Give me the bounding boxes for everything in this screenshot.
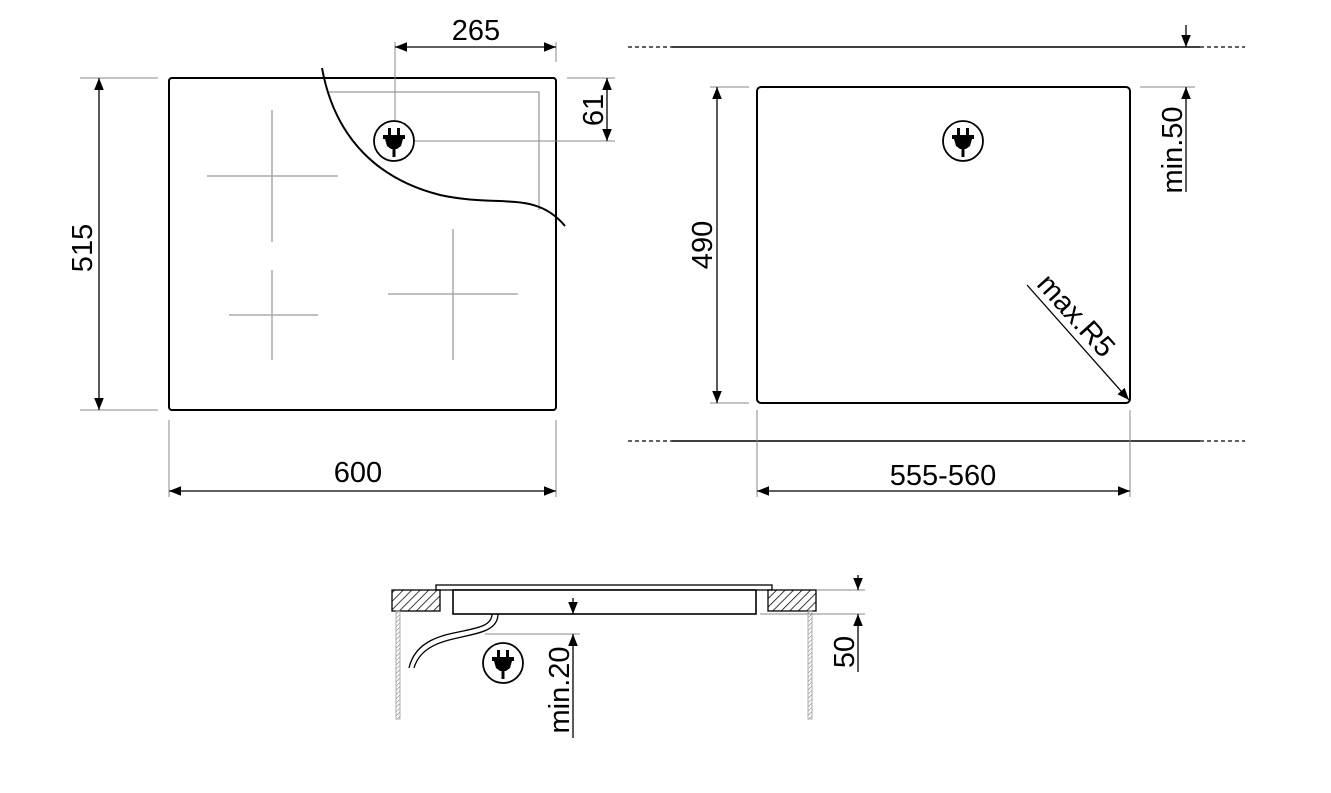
plug-icon bbox=[942, 120, 984, 162]
cutout-outline bbox=[756, 86, 1131, 404]
cutout-view: 490 min.50 max.R5 555-560 bbox=[628, 25, 1245, 497]
dim-cutout-depth-label: 490 bbox=[687, 221, 719, 269]
dim-width-label: 600 bbox=[334, 457, 382, 489]
dim-min-below-label: min.20 bbox=[544, 646, 576, 733]
dim-depth-label: 515 bbox=[67, 224, 99, 272]
worktop-left bbox=[391, 589, 441, 612]
power-cable bbox=[408, 613, 493, 669]
cabinet-wall-left bbox=[395, 610, 401, 720]
worktop-right bbox=[767, 589, 817, 612]
dim-line-radius bbox=[1026, 284, 1130, 401]
dim-cutout-width-label: 555-560 bbox=[890, 460, 996, 492]
cabinet-wall-right bbox=[807, 610, 813, 720]
inner-outline bbox=[329, 91, 540, 210]
hob-top-view: 265 61 515 600 bbox=[67, 15, 615, 497]
hob-outline bbox=[168, 77, 557, 411]
dim-height-label: 50 bbox=[829, 636, 861, 668]
dim-min-back-label: min.50 bbox=[1157, 106, 1189, 193]
plug-icon bbox=[482, 642, 524, 684]
break-line bbox=[321, 67, 566, 227]
dim-radius-label: max.R5 bbox=[1030, 268, 1121, 364]
plug-icon bbox=[373, 120, 415, 162]
section-view: min.20 50 bbox=[391, 575, 865, 738]
hob-body bbox=[452, 589, 757, 615]
cooking-zone-2 bbox=[229, 270, 318, 360]
cooking-zone-1 bbox=[207, 110, 338, 242]
cooking-zone-3 bbox=[388, 229, 518, 360]
dim-plug-y-label: 61 bbox=[578, 94, 610, 126]
dim-plug-x-label: 265 bbox=[452, 15, 500, 47]
